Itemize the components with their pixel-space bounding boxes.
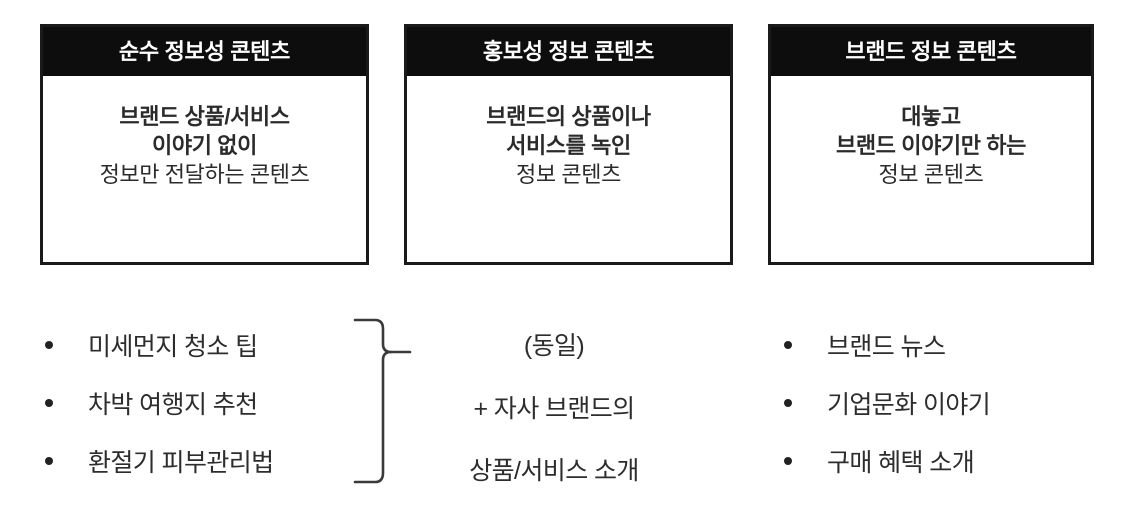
content-type-card-1: 순수 정보성 콘텐츠 브랜드 상품/서비스 이야기 없이 정보만 전달하는 콘텐… bbox=[40, 24, 369, 265]
card-2-header: 홍보성 정보 콘텐츠 bbox=[407, 27, 730, 76]
list-item: 환절기 피부관리법 bbox=[40, 432, 340, 490]
bullet-dot-icon bbox=[45, 457, 53, 465]
bullet-dot-icon bbox=[45, 399, 53, 407]
middle-column-line-1: (동일) bbox=[523, 332, 585, 360]
bullet-dot-icon bbox=[784, 399, 792, 407]
card-2-body-line-2: 서비스를 녹인 bbox=[506, 133, 631, 159]
list-item: 차박 여행지 추천 bbox=[40, 374, 340, 432]
card-3-body-line-2: 브랜드 이야기만 하는 bbox=[836, 133, 1026, 159]
curly-brace-icon bbox=[350, 312, 418, 490]
card-1-body-line-1: 브랜드 상품/서비스 bbox=[119, 104, 290, 129]
list-item-label: 미세먼지 청소 팁 bbox=[88, 333, 258, 361]
card-1-header: 순수 정보성 콘텐츠 bbox=[43, 27, 366, 76]
list-item-label: 기업문화 이야기 bbox=[827, 391, 991, 419]
card-2-body-line-1: 브랜드의 상품이나 bbox=[486, 104, 651, 129]
middle-column-text-block: (동일) + 자사 브랜드의 상품/서비스 소개 bbox=[404, 316, 704, 487]
list-item-label: 환절기 피부관리법 bbox=[88, 449, 274, 477]
list-item-label: 구매 혜택 소개 bbox=[827, 449, 975, 477]
card-2-body: 브랜드의 상품이나 서비스를 녹인 정보 콘텐츠 bbox=[407, 76, 730, 262]
card-2-body-line-3: 정보 콘텐츠 bbox=[516, 162, 621, 188]
right-column-bullet-list: 브랜드 뉴스 기업문화 이야기 구매 혜택 소개 bbox=[779, 316, 1089, 490]
list-item: 브랜드 뉴스 bbox=[779, 316, 1089, 374]
card-1-body-line-2: 이야기 없이 bbox=[152, 133, 257, 159]
list-item: 기업문화 이야기 bbox=[779, 374, 1089, 432]
list-item-label: 브랜드 뉴스 bbox=[827, 333, 946, 361]
card-3-body: 대놓고 브랜드 이야기만 하는 정보 콘텐츠 bbox=[771, 76, 1091, 262]
card-3-body-line-3: 정보 콘텐츠 bbox=[878, 162, 984, 188]
left-column-bullet-list: 미세먼지 청소 팁 차박 여행지 추천 환절기 피부관리법 bbox=[40, 316, 340, 490]
list-item-label: 차박 여행지 추천 bbox=[88, 391, 258, 419]
middle-column-line-3: 상품/서비스 소개 bbox=[469, 457, 639, 485]
bullet-dot-icon bbox=[784, 457, 792, 465]
list-item: 구매 혜택 소개 bbox=[779, 432, 1089, 490]
card-1-body: 브랜드 상품/서비스 이야기 없이 정보만 전달하는 콘텐츠 bbox=[43, 76, 366, 262]
card-1-body-line-3: 정보만 전달하는 콘텐츠 bbox=[99, 162, 310, 188]
content-type-card-2: 홍보성 정보 콘텐츠 브랜드의 상품이나 서비스를 녹인 정보 콘텐츠 bbox=[404, 24, 733, 265]
bullet-dot-icon bbox=[784, 341, 792, 349]
card-3-body-line-1: 대놓고 bbox=[901, 104, 961, 129]
content-type-card-3: 브랜드 정보 콘텐츠 대놓고 브랜드 이야기만 하는 정보 콘텐츠 bbox=[768, 24, 1094, 265]
middle-column-line-2: + 자사 브랜드의 bbox=[473, 395, 635, 423]
card-3-header: 브랜드 정보 콘텐츠 bbox=[771, 27, 1091, 76]
list-item: 미세먼지 청소 팁 bbox=[40, 316, 340, 374]
bullet-dot-icon bbox=[45, 341, 53, 349]
